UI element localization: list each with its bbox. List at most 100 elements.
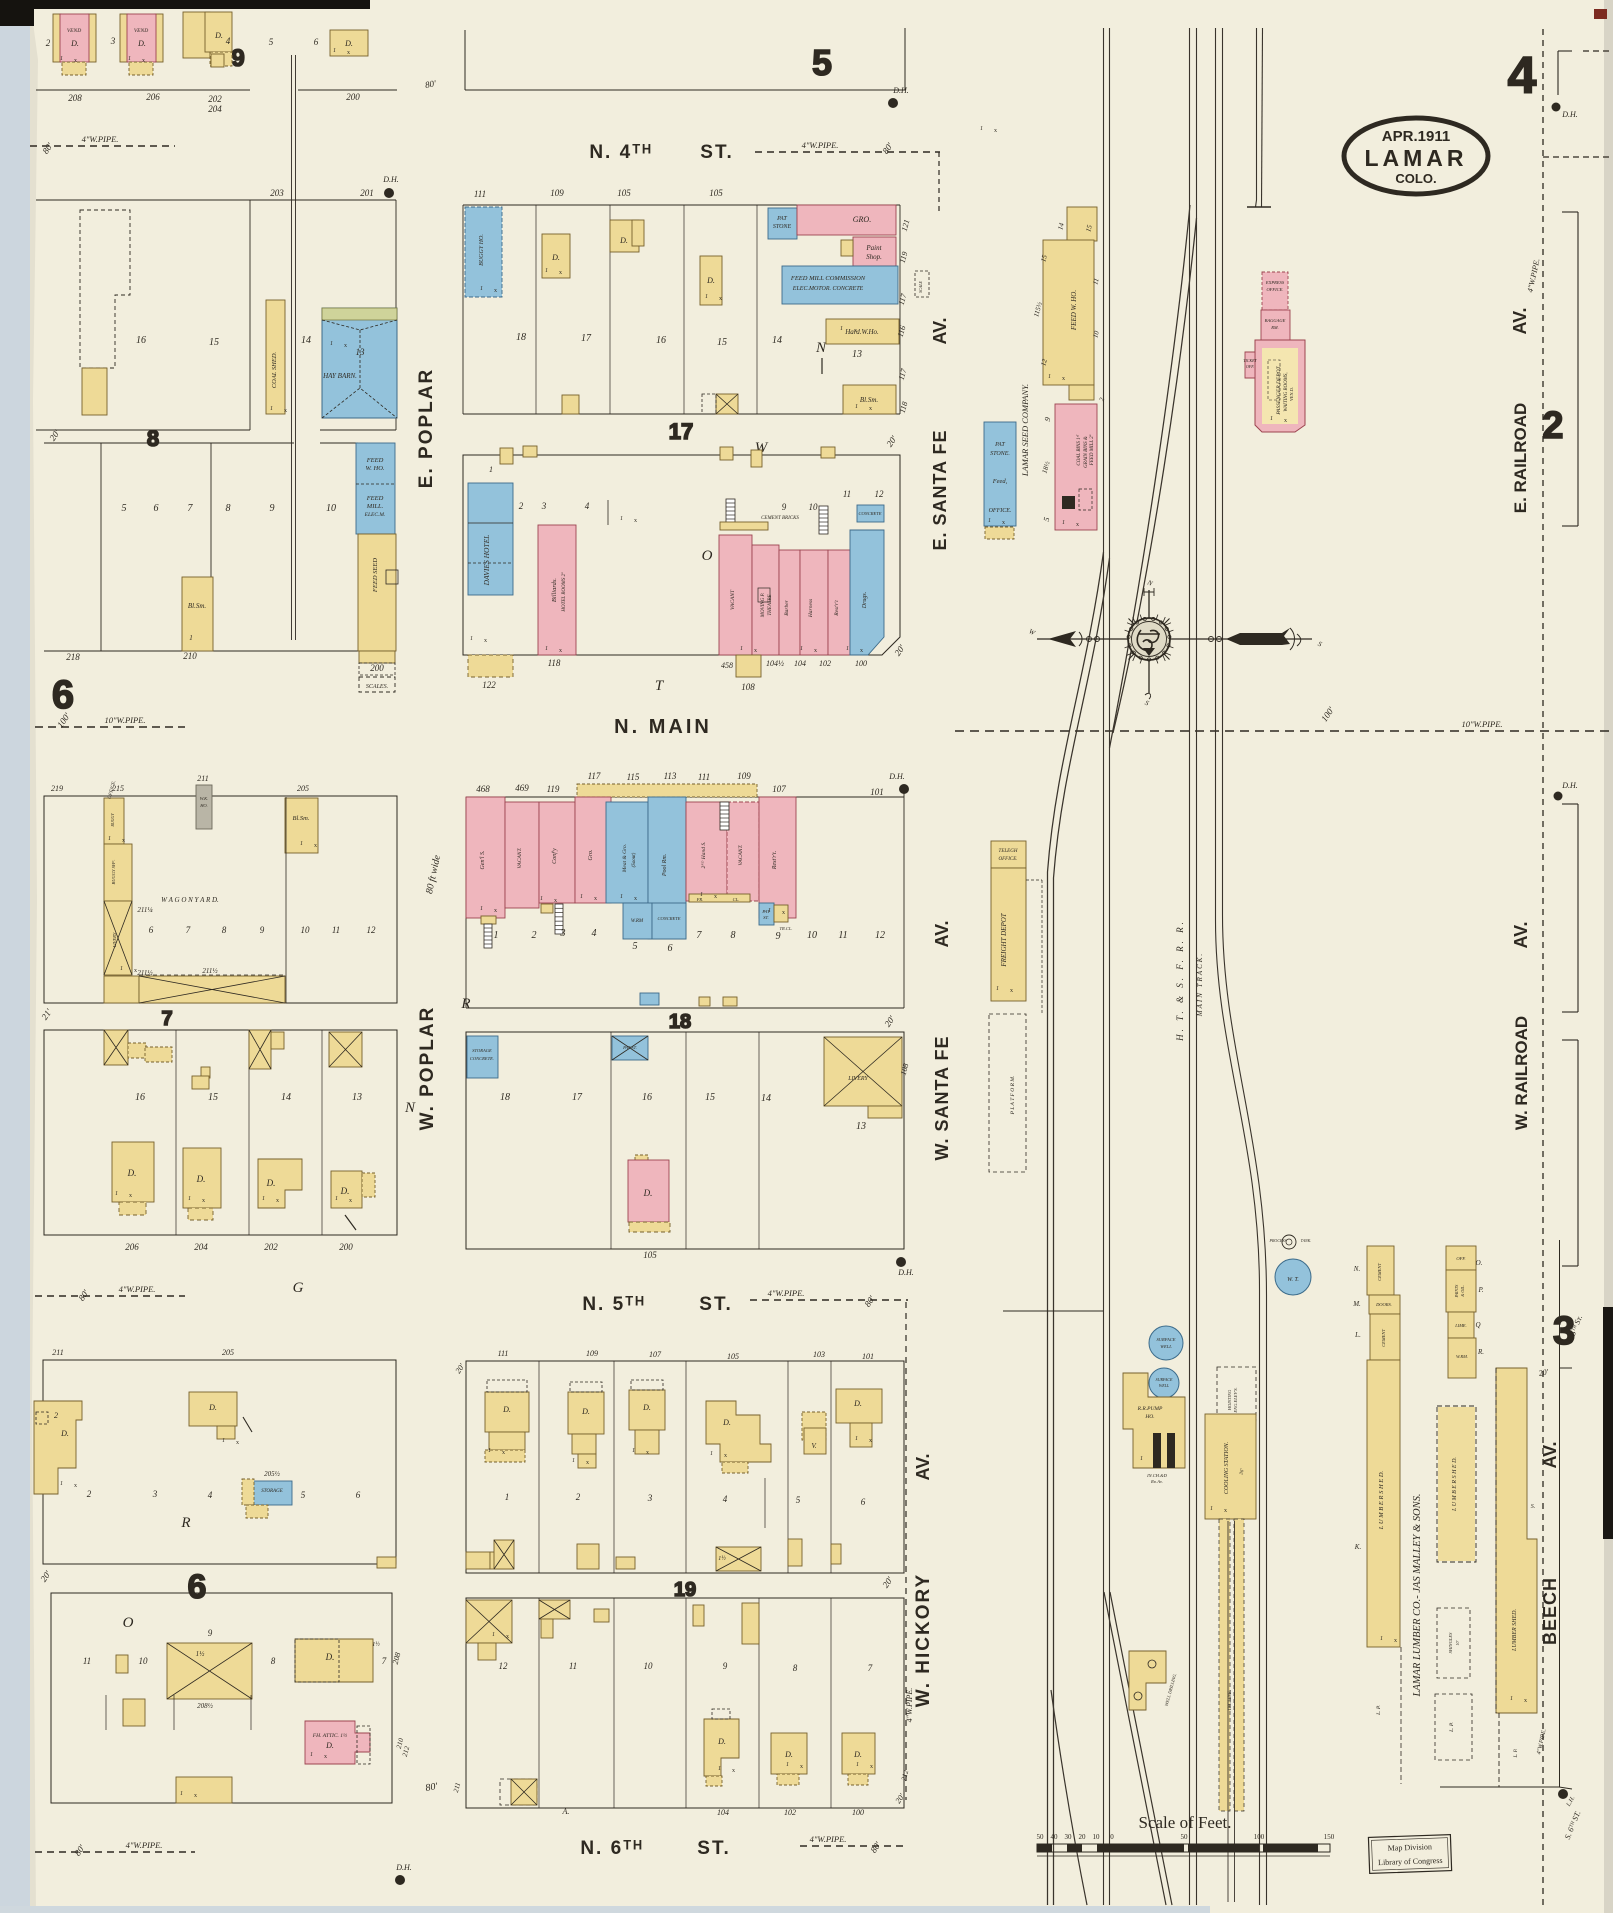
- svg-text:11: 11: [843, 489, 851, 499]
- svg-text:469: 469: [515, 783, 529, 793]
- svg-text:1: 1: [540, 896, 543, 902]
- svg-text:11: 11: [1091, 277, 1100, 285]
- svg-text:O: O: [123, 1615, 134, 1631]
- svg-text:FEED: FEED: [366, 457, 384, 464]
- svg-text:FEED SEED: FEED SEED: [372, 558, 379, 593]
- svg-text:OFFICE.: OFFICE.: [989, 508, 1012, 514]
- svg-text:16: 16: [135, 1092, 145, 1103]
- svg-text:H. T. & S. F. R. R.: H. T. & S. F. R. R.: [1175, 919, 1185, 1042]
- svg-text:N.: N.: [1353, 1265, 1361, 1273]
- svg-text:1: 1: [740, 646, 743, 652]
- svg-text:4: 4: [208, 1490, 213, 1500]
- svg-text:5: 5: [812, 42, 832, 83]
- svg-text:D.: D.: [717, 1737, 726, 1746]
- svg-text:468: 468: [476, 784, 490, 794]
- svg-text:14: 14: [281, 1092, 291, 1103]
- svg-text:7: 7: [382, 1656, 387, 1666]
- svg-text:W.RM: W.RM: [631, 919, 644, 924]
- svg-text:W A G O N Y A R D.: W A G O N Y A R D.: [161, 896, 219, 904]
- svg-text:x: x: [236, 1440, 239, 1446]
- svg-text:D.H.: D.H.: [897, 1268, 914, 1277]
- svg-text:ENG.ELEV'S.: ENG.ELEV'S.: [1233, 1387, 1238, 1413]
- svg-text:OFF.: OFF.: [1246, 364, 1254, 369]
- svg-text:10': 10': [1455, 1640, 1460, 1645]
- svg-text:STONE: STONE: [773, 224, 792, 230]
- svg-text:Q: Q: [1475, 1321, 1480, 1329]
- svg-text:x: x: [1224, 1508, 1227, 1514]
- svg-text:14: 14: [1056, 222, 1066, 231]
- svg-text:N: N: [1145, 578, 1154, 588]
- svg-text:14: 14: [301, 335, 311, 346]
- svg-text:211½: 211½: [137, 969, 153, 977]
- svg-text:D.: D.: [853, 1399, 862, 1408]
- svg-text:OFFICE.: OFFICE.: [108, 780, 118, 800]
- svg-text:D.: D.: [60, 1429, 69, 1438]
- svg-text:SURFACE: SURFACE: [1157, 1337, 1176, 1342]
- svg-text:1: 1: [189, 634, 193, 642]
- svg-text:17: 17: [581, 333, 592, 344]
- svg-text:D.: D.: [643, 1188, 653, 1198]
- svg-text:L. P.: L. P.: [1376, 1705, 1382, 1716]
- svg-text:211: 211: [197, 774, 208, 783]
- svg-text:5: 5: [633, 941, 638, 952]
- svg-text:x: x: [860, 648, 863, 654]
- svg-text:1½: 1½: [372, 1641, 380, 1648]
- svg-text:x: x: [1002, 520, 1005, 526]
- svg-text:HOTEL ROOMS 2º: HOTEL ROOMS 2º: [561, 572, 567, 613]
- svg-text:4: 4: [585, 501, 590, 511]
- svg-text:1: 1: [572, 1458, 575, 1464]
- svg-text:12: 12: [499, 1661, 509, 1671]
- svg-text:1: 1: [980, 126, 983, 132]
- svg-text:D.H.: D.H.: [888, 772, 905, 781]
- svg-text:3: 3: [1553, 1309, 1575, 1353]
- svg-text:x: x: [284, 408, 287, 414]
- svg-text:1½: 1½: [196, 1650, 206, 1658]
- svg-text:4"W.PIPE.: 4"W.PIPE.: [768, 1288, 805, 1298]
- svg-text:5: 5: [301, 1490, 306, 1500]
- svg-text:K.: K.: [1354, 1543, 1362, 1551]
- svg-text:Meat & Gro.: Meat & Gro.: [622, 844, 628, 873]
- svg-text:S.: S.: [1531, 1504, 1536, 1510]
- svg-text:S: S: [1144, 699, 1151, 708]
- svg-text:4"W.PIPE.: 4"W.PIPE.: [82, 134, 119, 144]
- svg-text:x: x: [1394, 1638, 1397, 1644]
- svg-text:9: 9: [270, 503, 275, 514]
- svg-text:208: 208: [391, 1651, 403, 1665]
- svg-text:x: x: [202, 1198, 205, 1204]
- svg-text:W. HO.: W. HO.: [365, 465, 384, 472]
- svg-text:THEATRE: THEATRE: [768, 594, 773, 615]
- svg-text:211½: 211½: [202, 967, 218, 975]
- svg-text:FH. ATTIC. 1½: FH. ATTIC. 1½: [312, 1732, 347, 1739]
- svg-text:1: 1: [300, 841, 303, 847]
- svg-text:STORAGE: STORAGE: [472, 1048, 492, 1053]
- svg-text:211¼: 211¼: [137, 906, 153, 914]
- svg-text:x: x: [142, 58, 145, 64]
- svg-text:118: 118: [898, 401, 910, 414]
- svg-text:D.: D.: [344, 39, 353, 48]
- svg-text:3: 3: [541, 501, 547, 511]
- svg-text:TR.CL.: TR.CL.: [779, 926, 792, 931]
- svg-text:Rest'r't: Rest'r't: [834, 600, 840, 617]
- svg-text:200: 200: [370, 663, 384, 673]
- svg-text:7: 7: [868, 1663, 873, 1673]
- svg-text:VACANT: VACANT: [730, 589, 736, 610]
- svg-text:Feed,: Feed,: [992, 478, 1008, 485]
- svg-text:OFF.: OFF.: [1456, 1256, 1465, 1261]
- svg-text:D.H.: D.H.: [382, 175, 399, 184]
- svg-text:x: x: [1062, 376, 1065, 382]
- svg-text:10"W.PIPE.: 10"W.PIPE.: [1461, 719, 1502, 729]
- svg-text:4"W.PIPE.: 4"W.PIPE.: [126, 1840, 163, 1850]
- svg-text:50: 50: [1181, 1833, 1189, 1841]
- svg-text:x: x: [870, 1764, 873, 1770]
- svg-text:12: 12: [1039, 358, 1049, 367]
- svg-text:115½: 115½: [1032, 300, 1044, 318]
- svg-text:206: 206: [146, 92, 160, 102]
- svg-text:200: 200: [346, 92, 360, 102]
- svg-text:215: 215: [112, 784, 124, 793]
- svg-text:2: 2: [1098, 396, 1107, 402]
- svg-text:208: 208: [68, 93, 82, 103]
- svg-text:COAL SHED.: COAL SHED.: [271, 351, 278, 388]
- svg-text:16: 16: [656, 335, 666, 346]
- svg-text:10: 10: [1091, 330, 1101, 339]
- svg-text:10: 10: [301, 925, 311, 935]
